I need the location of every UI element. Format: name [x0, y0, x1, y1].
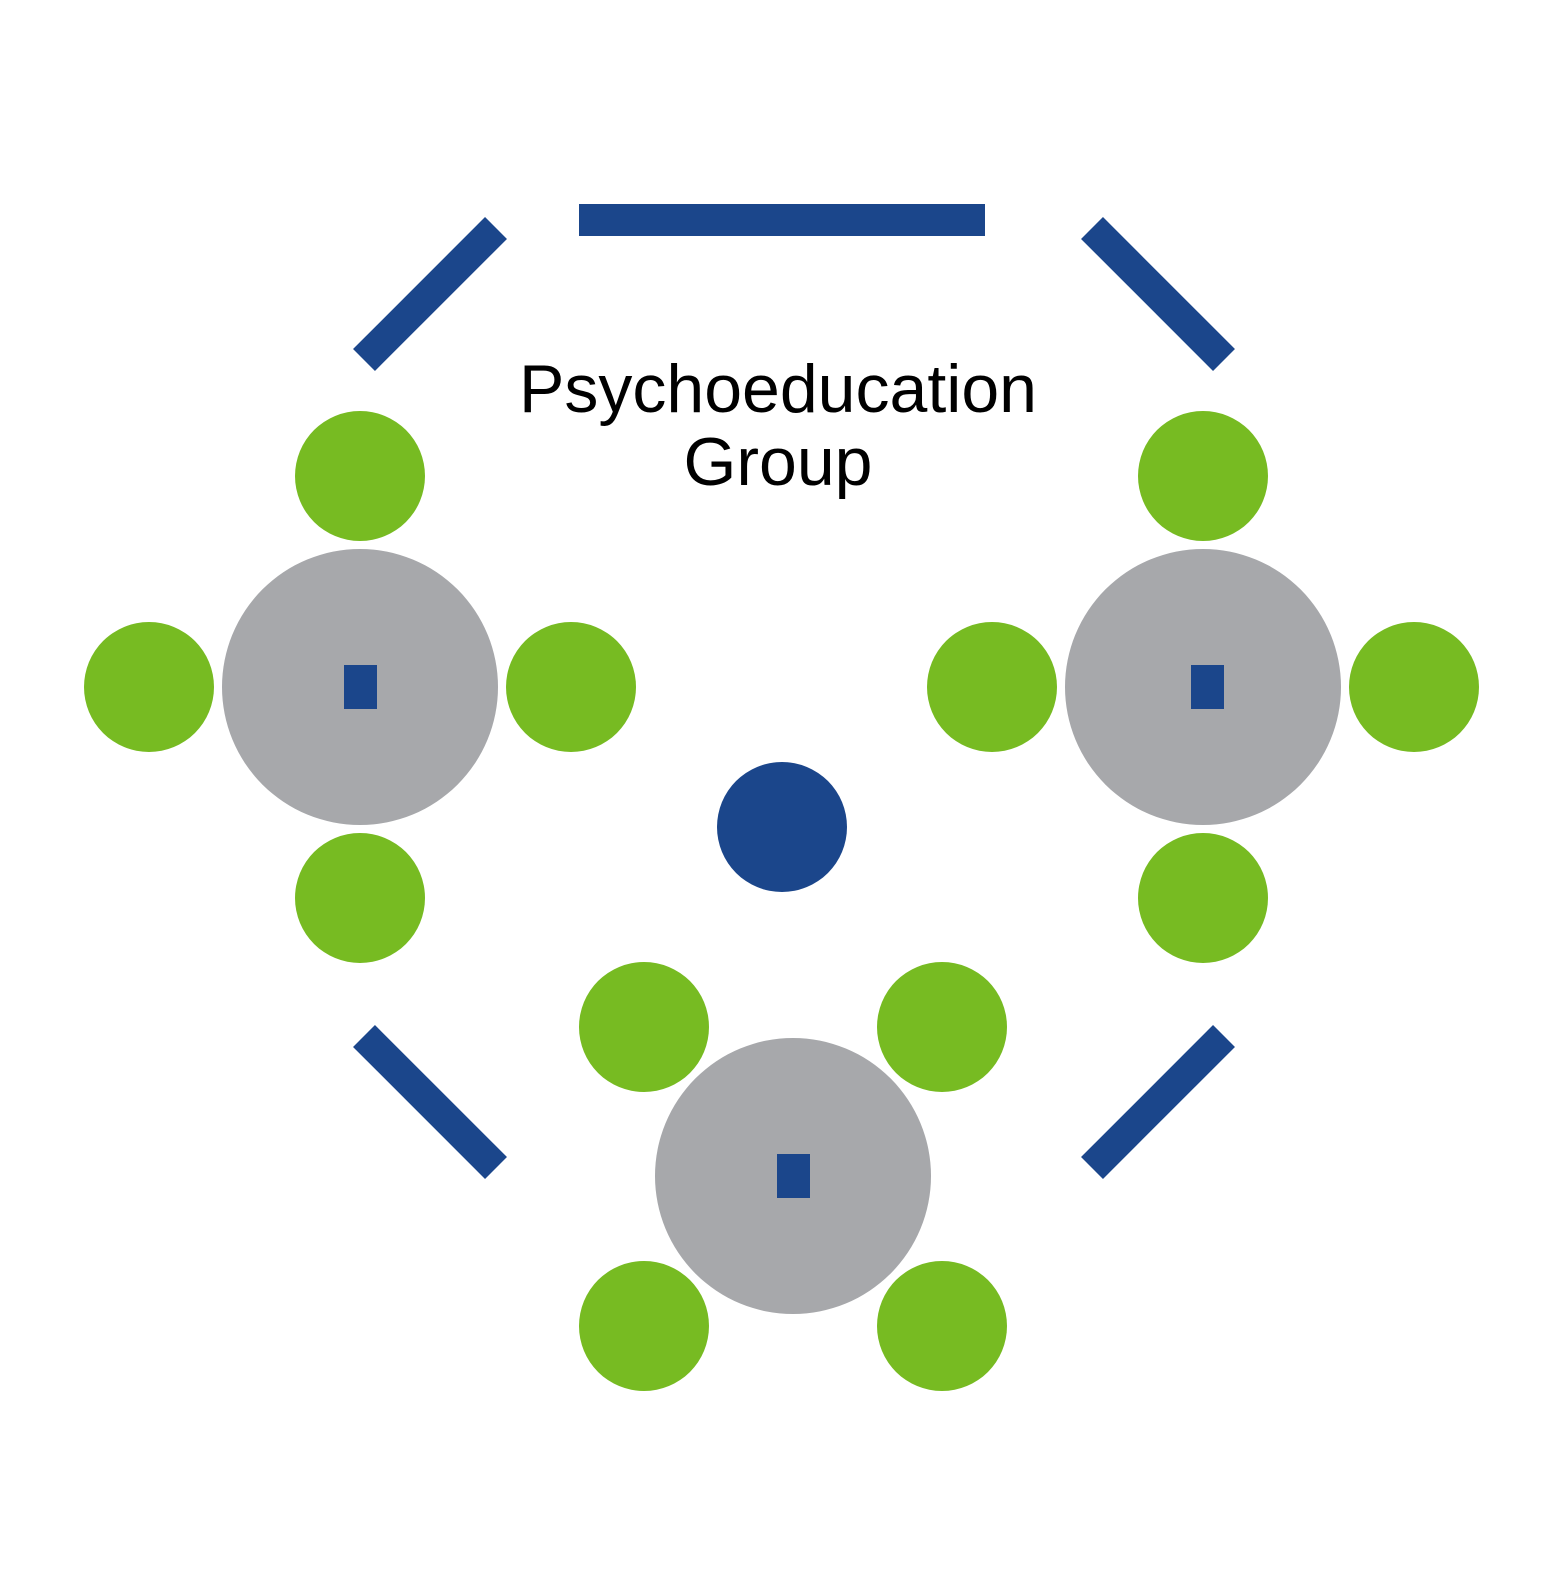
participant-seat — [295, 411, 425, 541]
participant-seat — [1138, 833, 1268, 963]
participant-seat — [877, 1261, 1007, 1391]
diagram-title-line-1: Psychoeducation — [519, 351, 1037, 427]
wall-bottom-right — [1081, 1025, 1235, 1179]
wall-top — [579, 204, 985, 236]
table-group-right — [927, 411, 1479, 963]
wall-top-left — [353, 217, 507, 371]
table-group-left — [84, 411, 636, 963]
participant-seat — [295, 833, 425, 963]
wall-top-right — [1081, 217, 1235, 371]
table-group-bottom — [579, 962, 1007, 1391]
table-marker — [344, 665, 377, 709]
participant-seat — [877, 962, 1007, 1092]
table-marker — [1191, 665, 1224, 709]
facilitator-seat — [717, 762, 847, 892]
wall-bottom-left — [353, 1025, 507, 1179]
table-marker — [777, 1154, 810, 1198]
participant-seat — [579, 962, 709, 1092]
participant-seat — [579, 1261, 709, 1391]
participant-seat — [1138, 411, 1268, 541]
participant-seat — [506, 622, 636, 752]
participant-seat — [927, 622, 1057, 752]
diagram-title-line-2: Group — [684, 424, 873, 500]
room-walls — [353, 204, 1235, 1179]
participant-seat — [1349, 622, 1479, 752]
participant-seat — [84, 622, 214, 752]
